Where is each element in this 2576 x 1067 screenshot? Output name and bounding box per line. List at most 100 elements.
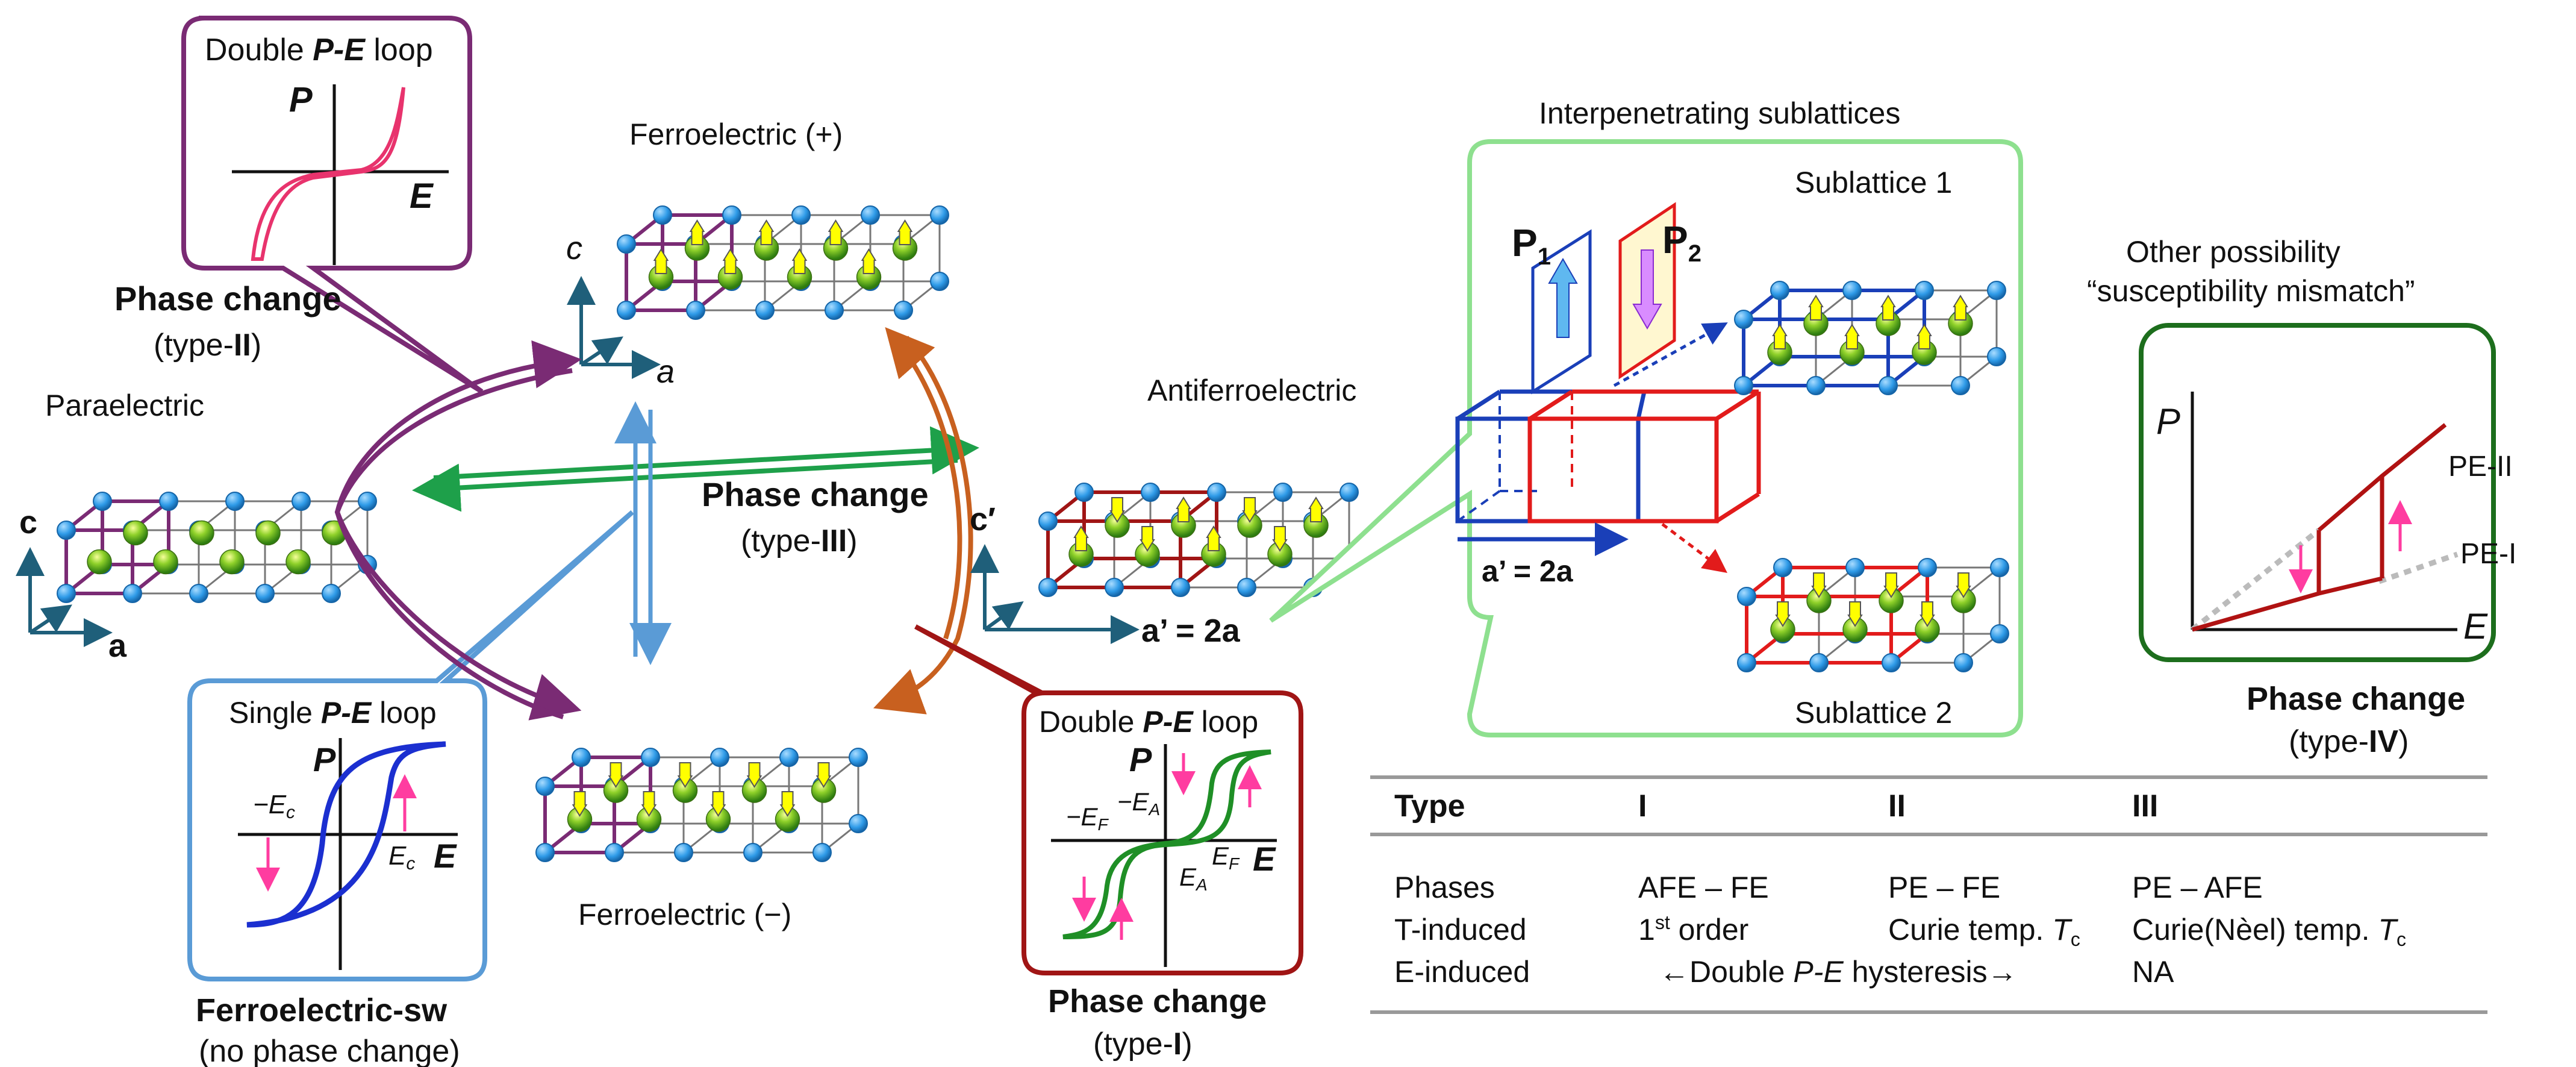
- lattice-node: [189, 584, 208, 603]
- callout-i-e-label: E: [1253, 840, 1276, 878]
- callout-i-loop-curve: [1062, 749, 1271, 939]
- dipole-arrow-icon: [1109, 497, 1125, 523]
- dipole-arrow-icon: [1206, 525, 1221, 551]
- ion-ball: [189, 520, 214, 546]
- sublattice-1-label: Sublattice 1: [1795, 166, 1952, 199]
- double-cell: a’ = 2a: [1455, 322, 1761, 588]
- paraelectric-title: Paraelectric: [45, 389, 204, 422]
- fe-plus-title: Ferroelectric (+): [629, 117, 843, 151]
- dipole-arrow-icon: [828, 219, 844, 245]
- dipole-arrow-icon: [689, 219, 705, 245]
- dipole-arrow-icon: [1916, 324, 1932, 349]
- table-cell: ←Double P-E hysteresis→: [1659, 955, 2018, 989]
- fe-plus-axis-a: a: [656, 354, 675, 390]
- double-cell-aprime: a’ = 2a: [1482, 554, 1574, 588]
- dipole-arrow-icon: [758, 219, 775, 245]
- callout-double-loop-i: Double P-E loop P E −EF −EA EA EF: [914, 624, 1303, 975]
- callout-ii-loop-curve: [251, 87, 405, 261]
- arrows-type-i: [873, 327, 973, 715]
- table-row-label: E-induced: [1394, 955, 1530, 989]
- dipole-arrow-icon: [722, 248, 738, 274]
- dipole-arrow-icon: [1920, 601, 1935, 627]
- dipole-arrow-icon: [816, 762, 832, 788]
- lattice-node: [617, 234, 636, 254]
- callout-sw-title: Single P-E loop: [229, 696, 437, 730]
- lattice-node: [1954, 653, 1973, 672]
- sublattice-1-lattice: [1734, 281, 2006, 395]
- callout-sw-ec: Ec: [388, 841, 415, 874]
- dipole-arrow-icon: [1956, 572, 1971, 598]
- lattice-node: [930, 272, 949, 291]
- lattice-node: [894, 301, 913, 320]
- lattice-node: [535, 843, 555, 862]
- lattice-node: [1207, 483, 1226, 502]
- callout-sw-minus-ec: −Ec: [253, 790, 295, 822]
- phase-iii-line1: Phase change: [702, 475, 929, 513]
- lattice-node: [1770, 281, 1789, 300]
- other-line1: Other possibility: [2126, 235, 2341, 269]
- callout-i-p-label: P: [1129, 740, 1152, 778]
- lattice-node: [1773, 558, 1792, 577]
- lattice-node: [159, 492, 178, 511]
- dipole-arrow-icon: [1073, 525, 1089, 551]
- types-table: Type I II III Phases AFE – FE PE – FE PE…: [1370, 775, 2487, 1014]
- dipole-arrow-icon: [1844, 324, 1860, 349]
- arrows-type-ii: [334, 340, 582, 721]
- dipole-arrow-icon: [1308, 496, 1324, 522]
- phase-i-line1: Phase change: [1048, 983, 1267, 1019]
- fe-sw-line1: Ferroelectric-sw: [196, 992, 448, 1028]
- lattice-node: [1990, 624, 2009, 643]
- lattice-node: [1105, 578, 1124, 597]
- callout-i-ea: EA: [1179, 863, 1208, 894]
- phase-ii-line2: (type-II): [154, 328, 261, 363]
- lattice-node: [743, 843, 763, 862]
- afe-axes: c′ a’ = 2a: [970, 501, 1241, 649]
- ion-ball: [87, 549, 112, 575]
- polarization-panels: P1 P2: [1512, 202, 1701, 395]
- lattice-node: [1734, 310, 1753, 329]
- dipole-arrow-icon: [1953, 295, 1968, 321]
- callout-single-loop: Single P-E loop P E −Ec Ec: [187, 510, 634, 981]
- dipole-arrow-icon: [1775, 601, 1791, 627]
- table-row-label: Phases: [1394, 871, 1495, 904]
- lattice-node: [1734, 376, 1753, 395]
- lattice-node: [535, 777, 555, 796]
- dipole-arrow-icon: [1847, 601, 1863, 627]
- paraelectric-axis-c: c: [19, 504, 37, 540]
- table-cell: AFE – FE: [1638, 871, 1769, 904]
- lattice-node: [1915, 281, 1934, 300]
- callout-ii-p-label: P: [289, 80, 313, 119]
- dipole-arrow-icon: [677, 762, 693, 788]
- lattice-node: [849, 748, 868, 767]
- table-cell: PE – FE: [1888, 871, 2000, 904]
- dipole-arrow-icon: [779, 791, 796, 817]
- dipole-arrow-icon: [572, 791, 588, 817]
- lattice-node: [653, 205, 672, 225]
- lattice-node: [686, 301, 705, 320]
- callout-i-minus-ef: −EF: [1066, 803, 1109, 834]
- dipole-arrow-icon: [1140, 526, 1155, 552]
- lattice-node: [1806, 376, 1826, 395]
- lattice-node: [1339, 483, 1359, 502]
- lattice-node: [605, 843, 624, 862]
- phase-iv-line2: (type-IV): [2289, 724, 2409, 759]
- dipole-arrow-icon: [608, 762, 624, 788]
- lattice-node: [812, 843, 832, 862]
- sublattice-2-lattice: [1737, 558, 2009, 672]
- lattice-node: [1038, 512, 1058, 531]
- phase-iv-line1: Phase change: [2247, 681, 2465, 717]
- lattice-node: [1879, 376, 1898, 395]
- phase-iv-plot: P E PE-II PE-I: [2156, 392, 2516, 646]
- table-row-label: T-induced: [1394, 913, 1527, 947]
- lattice-node: [1918, 558, 1937, 577]
- table-header-ii: II: [1888, 789, 1906, 824]
- table-header-type: Type: [1394, 789, 1465, 824]
- dipole-arrow-icon: [746, 762, 763, 788]
- dipole-arrow-icon: [1176, 496, 1191, 522]
- phase-iv-e-label: E: [2463, 606, 2488, 646]
- lattice-node: [722, 205, 741, 225]
- lattice-node: [1237, 578, 1256, 597]
- ion-ball: [285, 549, 311, 575]
- phase-ii-line1: Phase change: [114, 280, 341, 318]
